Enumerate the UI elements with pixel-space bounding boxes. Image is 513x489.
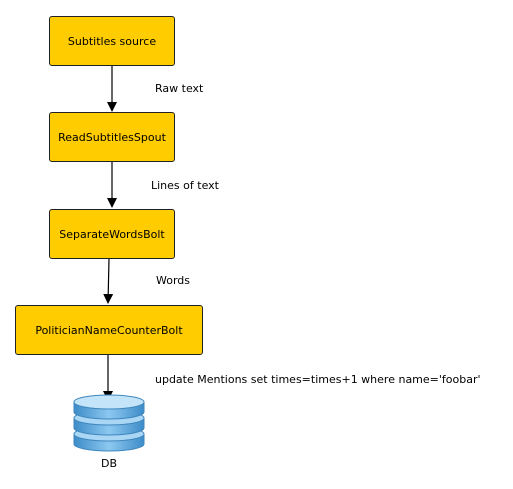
database-icon bbox=[73, 394, 145, 452]
node-separate-words-bolt: SeparateWordsBolt bbox=[49, 209, 175, 259]
edge-label-words: Words bbox=[156, 274, 191, 287]
node-politician-name-counter-bolt-label: PoliticianNameCounterBolt bbox=[35, 323, 183, 337]
node-politician-name-counter-bolt: PoliticianNameCounterBolt bbox=[15, 305, 203, 355]
node-read-subtitles-spout-label: ReadSubtitlesSpout bbox=[58, 130, 166, 144]
node-subtitles-source-label: Subtitles source bbox=[67, 34, 157, 48]
edge-label-update-query: update Mentions set times=times+1 where … bbox=[155, 373, 481, 386]
node-separate-words-bolt-label: SeparateWordsBolt bbox=[59, 227, 165, 241]
edge-label-lines-of-text: Lines of text bbox=[151, 179, 219, 192]
node-subtitles-source: Subtitles source bbox=[49, 16, 175, 66]
edge-words-arrow bbox=[103, 258, 114, 304]
edge-label-raw-text: Raw text bbox=[155, 82, 204, 95]
node-read-subtitles-spout: ReadSubtitlesSpout bbox=[49, 112, 175, 162]
db-label: DB bbox=[100, 457, 118, 470]
